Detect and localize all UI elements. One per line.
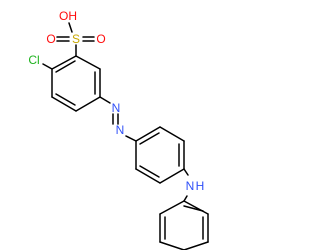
bond-n2-ringB — [125, 135, 137, 142]
bond-ringB-1 — [135, 126, 161, 142]
bond-layer — [42, 22, 209, 250]
bond-ringC-6-inner — [183, 205, 204, 212]
atom-label-amine-n: N — [186, 179, 195, 193]
bond-ringA-1 — [75, 55, 101, 70]
atom-label-azo-n2: N — [116, 123, 125, 137]
atom-label-hydroxyl: OH — [59, 9, 77, 23]
bond-ringA-3 — [75, 96, 101, 112]
bond-ringB-4 — [159, 168, 185, 184]
bond-ringC-1 — [159, 200, 185, 215]
bond-ringB-2 — [159, 126, 185, 142]
atom-label-layer: OH S O O Cl N N N H — [28, 9, 204, 193]
atom-label-chlorine: Cl — [28, 53, 39, 67]
chemical-structure-diagram: OH S O O Cl N N N H — [28, 9, 209, 250]
bond-ringB-1-inner — [139, 132, 160, 145]
bond-ringB-nh — [183, 168, 189, 176]
atom-label-azo-n1: N — [112, 101, 121, 115]
bond-ringB-5 — [135, 168, 161, 184]
bond-ringB-5-inner — [139, 165, 160, 178]
bond-ringC-6 — [183, 200, 209, 215]
bond-ring-cl — [42, 63, 53, 70]
bond-ringA-6-inner — [55, 60, 76, 73]
bond-ringA-4-inner — [55, 93, 76, 106]
bond-nh-ringC — [183, 195, 188, 202]
bond-ringA-6 — [51, 55, 77, 70]
atom-label-oxygen-right: O — [96, 32, 105, 46]
bond-ringA-4 — [51, 96, 77, 112]
atom-label-oxygen-left: O — [46, 32, 55, 46]
bond-ring-n1 — [99, 96, 111, 104]
bond-ringC-3 — [159, 241, 185, 250]
atom-label-amine-h: H — [196, 179, 205, 193]
bond-s-oh — [68, 22, 73, 33]
atom-label-sulfur: S — [72, 32, 80, 46]
bond-ringC-4 — [183, 241, 209, 250]
